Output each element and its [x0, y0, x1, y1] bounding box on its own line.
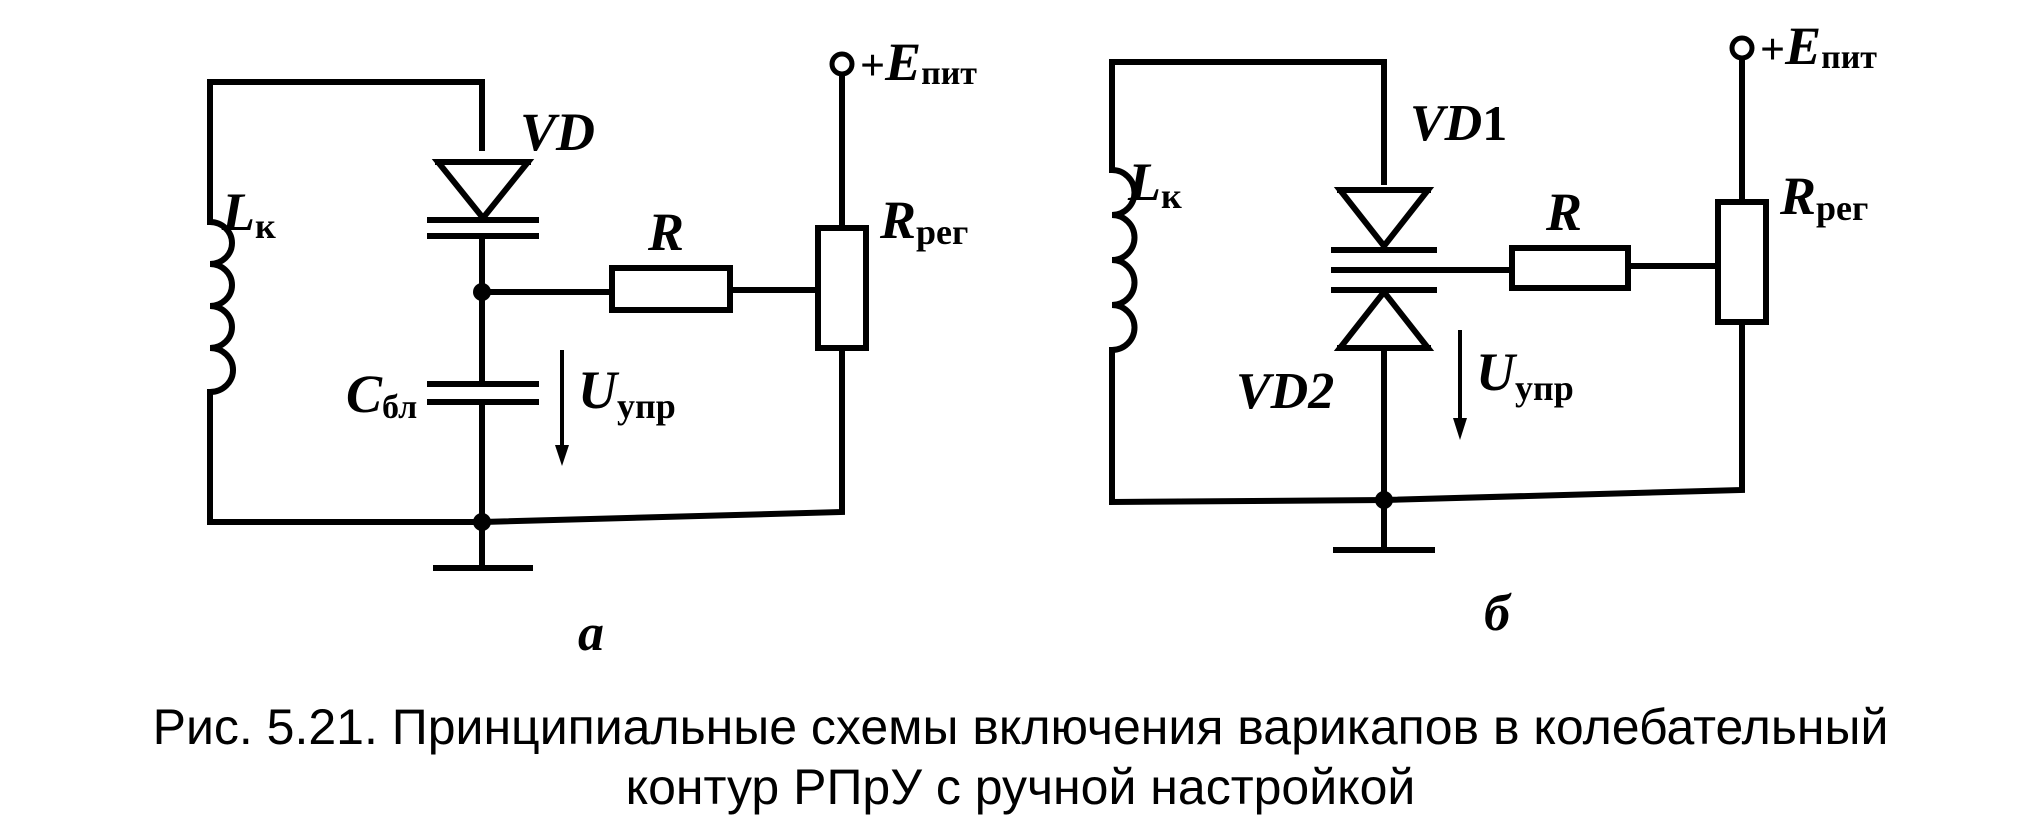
- label-a-diode: VD: [520, 102, 595, 162]
- voltage-arrowhead-b: [1453, 418, 1467, 440]
- voltage-arrowhead-a: [555, 445, 569, 466]
- label-a-resistor: R: [647, 202, 684, 262]
- label-a-voltage: Uупр: [578, 360, 676, 426]
- label-a-supply: +Eпит: [860, 32, 977, 92]
- wire-a-left-bottom: [207, 389, 485, 525]
- circuit-b: Lк VD1 VD2 R Rрег +Eпит Uупр б: [1108, 16, 1877, 642]
- panel-label-a: а: [578, 605, 604, 662]
- label-b-diode2: VD2: [1236, 363, 1334, 420]
- varicap-b-1: [1331, 187, 1437, 273]
- figure-caption-line-1: Рис. 5.21. Принципиальные схемы включени…: [152, 699, 1889, 755]
- potentiometer-a: [815, 225, 869, 351]
- label-a-inductor: Lк: [221, 182, 276, 246]
- inductor-b-coil: [1108, 166, 1138, 354]
- supply-terminal-b: [1729, 35, 1755, 61]
- varicap-b-2: [1331, 287, 1437, 351]
- label-b-voltage: Uупр: [1476, 342, 1574, 408]
- label-b-diode1: VD1: [1410, 95, 1507, 152]
- label-b-resistor: R: [1545, 182, 1582, 242]
- label-b-inductor: Lк: [1127, 152, 1182, 216]
- node-b-ground: [1375, 491, 1393, 509]
- wire-a-top: [207, 79, 485, 151]
- inductor-a-coil: [206, 218, 236, 396]
- resistor-a: [609, 265, 733, 313]
- panel-label-b: б: [1484, 585, 1512, 642]
- supply-terminal-a: [829, 51, 855, 77]
- circuit-a: Lк VD R Rрег +Eпит Cбл Uупр а: [206, 32, 977, 662]
- label-b-pot: Rрег: [1779, 166, 1868, 228]
- label-a-capacitor: Cбл: [346, 364, 417, 426]
- wire-b-top: [1109, 59, 1387, 185]
- wire-b-left-bottom: [1109, 347, 1388, 506]
- resistor-b: [1509, 245, 1631, 291]
- wire-a-bottom-right: [478, 345, 845, 526]
- node-a-ground: [473, 513, 491, 531]
- label-b-supply: +Eпит: [1760, 16, 1877, 76]
- potentiometer-b: [1715, 199, 1769, 325]
- label-a-pot: Rрег: [879, 190, 968, 252]
- varicap-a: [427, 159, 539, 239]
- wire-b-bottom-right: [1380, 319, 1745, 504]
- figure-caption-line-2: контур РПрУ с ручной настройкой: [625, 759, 1416, 815]
